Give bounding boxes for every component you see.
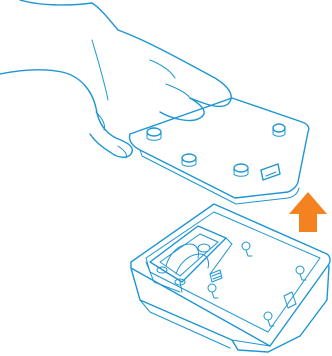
- plate-stud: [182, 154, 196, 166]
- mount-keyhole: [296, 266, 306, 280]
- palm-and-thumb: [0, 70, 132, 157]
- hand: [0, 0, 231, 158]
- lift-arrow: [289, 192, 327, 232]
- hand-back-line: [92, 40, 108, 100]
- mount-keyhole: [264, 312, 274, 326]
- base-bottom-edge: [140, 300, 230, 348]
- base-outer-wall: [131, 266, 329, 352]
- mount-keyhole: [208, 284, 218, 298]
- plate-outline: [129, 98, 308, 198]
- back-cover-plate: [129, 98, 308, 204]
- battery-compartment: [146, 226, 226, 292]
- mount-keyhole: [242, 242, 252, 256]
- plate-stud: [234, 164, 248, 176]
- finger-crease: [166, 84, 190, 98]
- plate-edge: [140, 150, 299, 204]
- hand-wrist-top: [20, 0, 118, 30]
- knuckle-line: [150, 60, 175, 78]
- plate-stud: [273, 124, 285, 136]
- plate-stud: [147, 128, 161, 140]
- plate-latch-tab: [261, 164, 280, 180]
- index-finger: [118, 30, 231, 106]
- up-arrow-icon: [289, 192, 327, 232]
